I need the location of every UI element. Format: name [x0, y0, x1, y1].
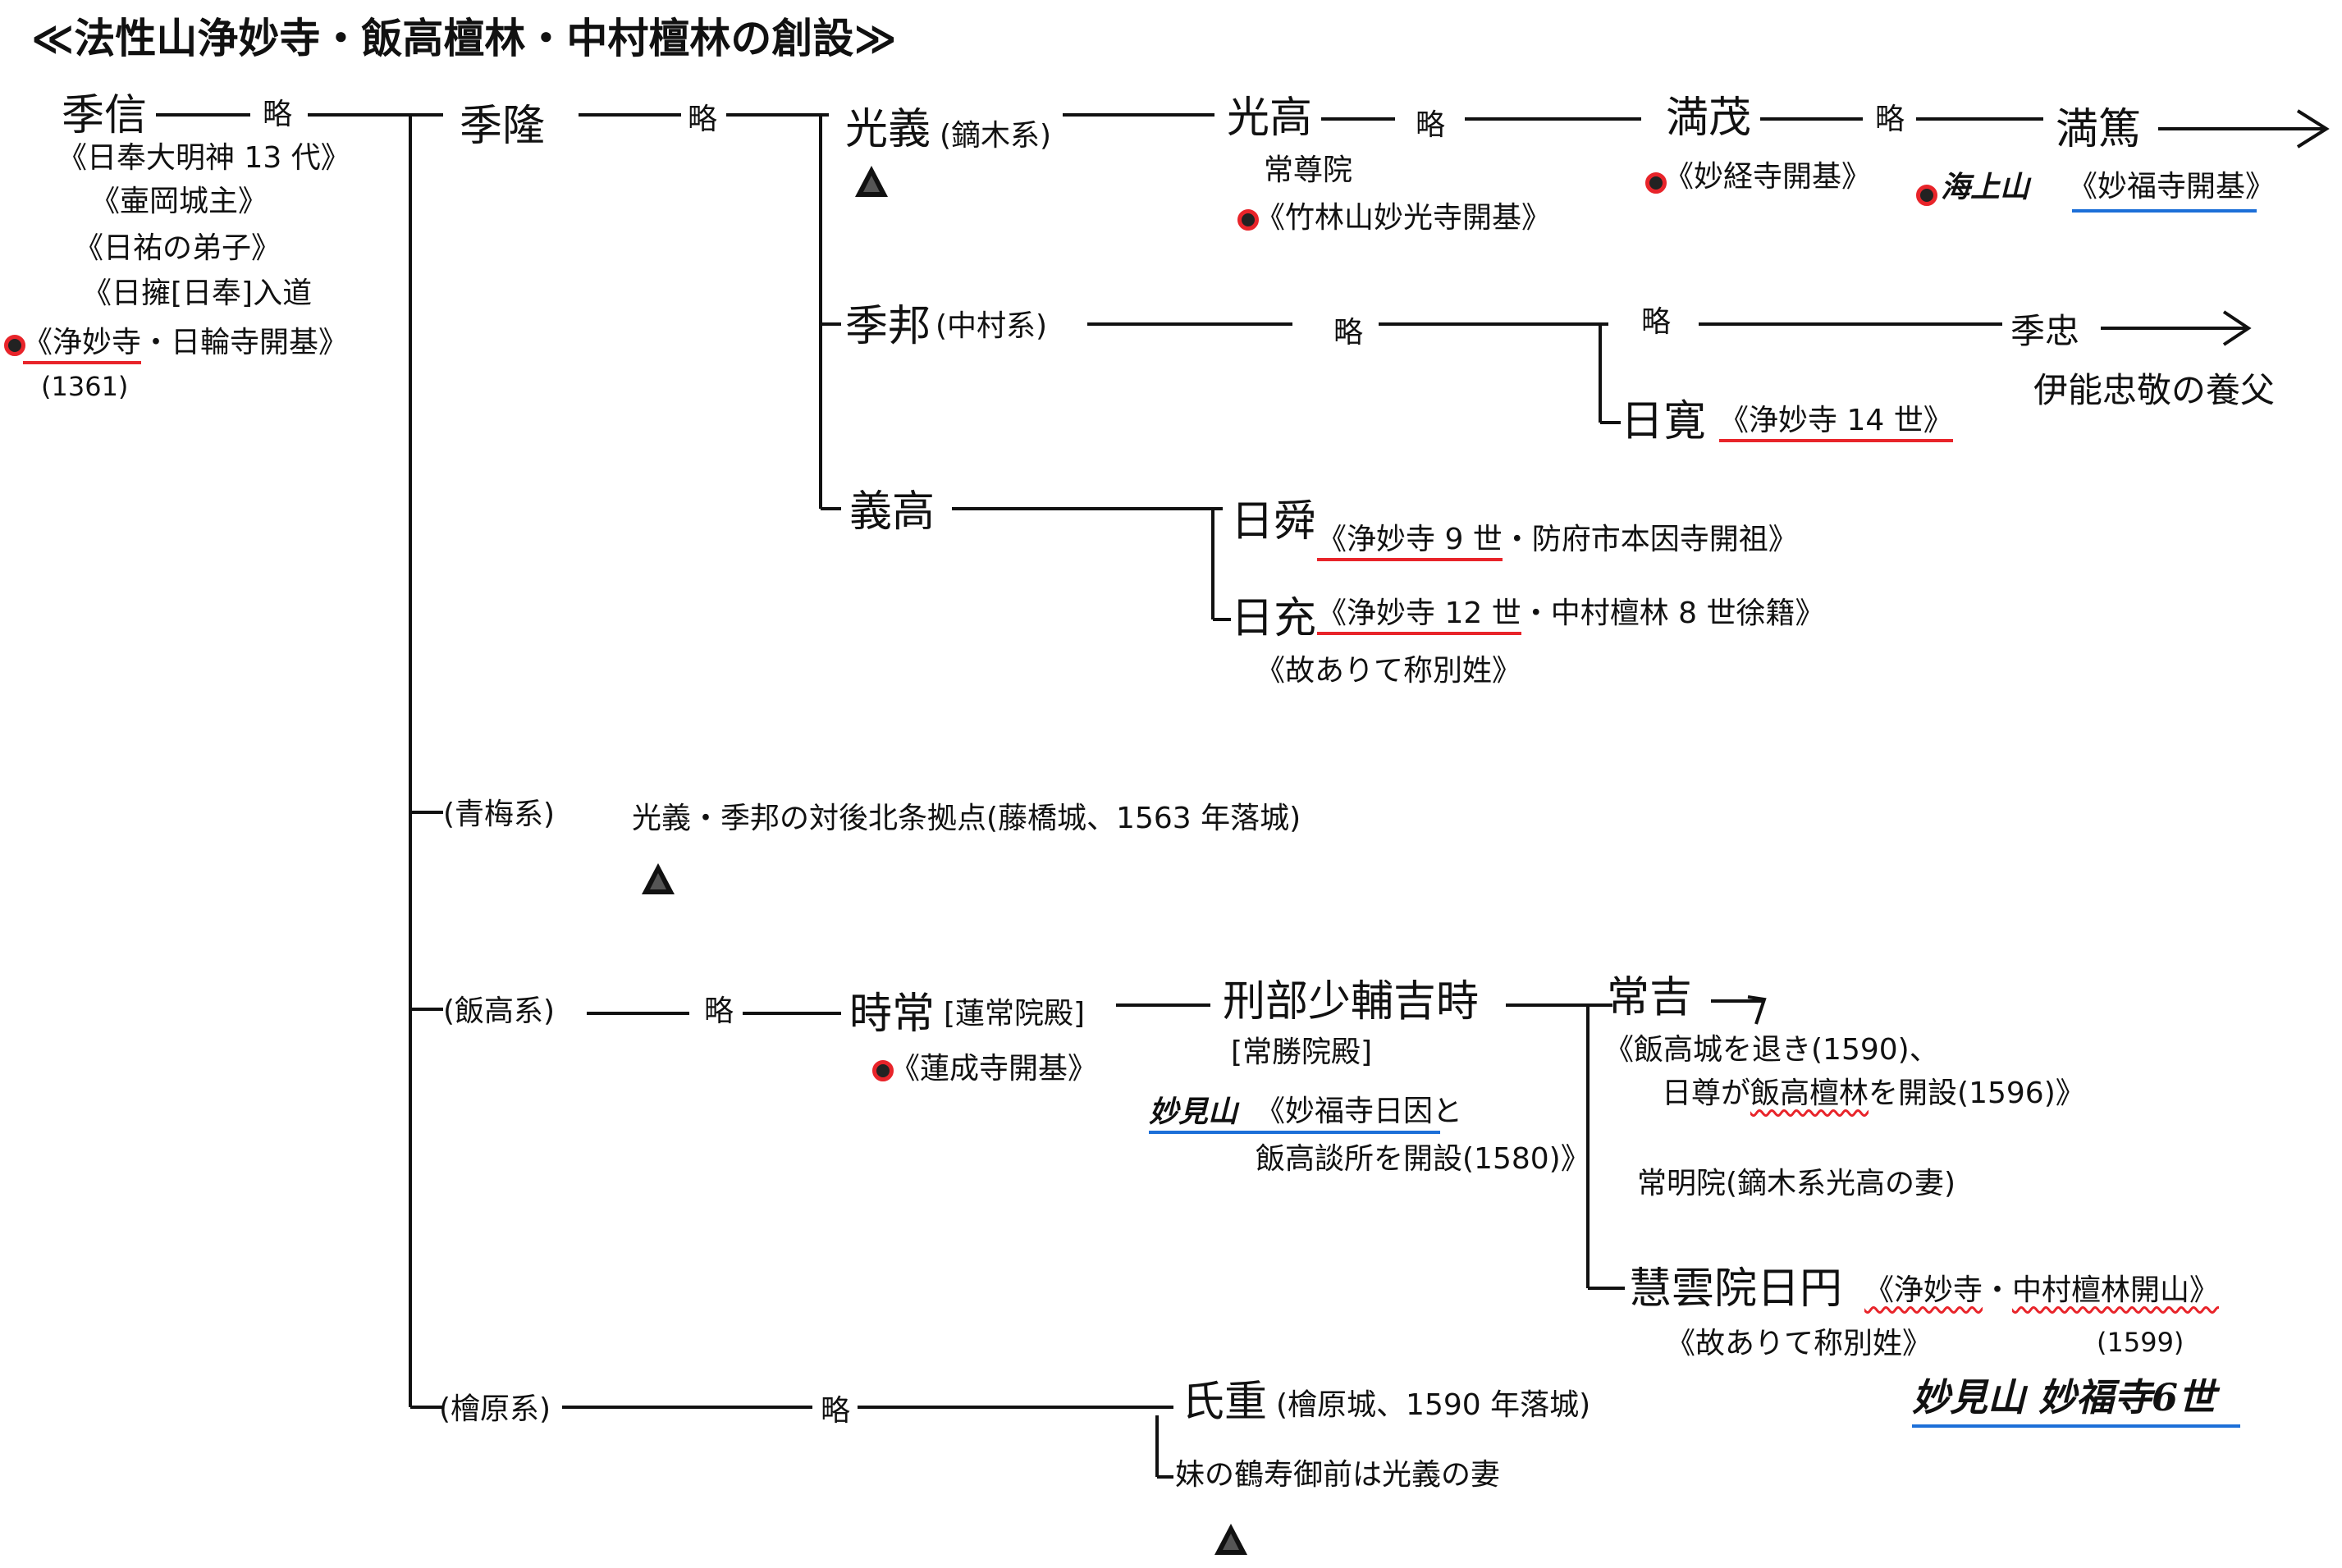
aoume-note: 光義・季邦の対後北条拠点(藤橋城、1563 年落城) — [632, 802, 1301, 835]
yoshitoki-note-2: 飯高談所を開設(1580)》 — [1256, 1142, 1590, 1176]
nisshun-note: 《浄妙寺 9 世・防府市本因寺開祖》 — [1317, 523, 1798, 561]
ujishige-note: (檜原城、1590 年落城) — [1276, 1388, 1591, 1422]
abbrev-label: 略 — [821, 1394, 851, 1428]
abbrev-label: 略 — [1641, 305, 1672, 339]
arrow-mitsuatsu — [2296, 109, 2330, 149]
node-mitsuyoshi: 光義 — [845, 105, 931, 154]
suenobu-note-1: 《日奉大明神 13 代》 — [57, 141, 350, 175]
node-suekuni: 季邦 — [845, 302, 931, 351]
red-circle-mark — [1237, 209, 1259, 231]
node-tsuneyoshi: 常吉 — [1607, 973, 1693, 1022]
nichiju-note: 《浄妙寺 12 世・中村檀林 8 世徐籍》 — [1317, 597, 1825, 635]
red-circle-mark — [872, 1060, 894, 1081]
mitsuatsu-note: 《妙福寺開基》 — [2068, 170, 2276, 203]
node-tokitsune: 時常 — [849, 990, 935, 1039]
yoshitoki-handwritten: 妙見山 — [1149, 1095, 1238, 1129]
eunin-handwritten: 妙見山 妙福寺6世 — [1912, 1375, 2216, 1419]
node-yoshitoki: 刑部少輔吉時 — [1223, 977, 1480, 1026]
node-mitsushige: 満茂 — [1666, 94, 1752, 143]
arrow-suetada — [2222, 310, 2252, 346]
red-circle-mark — [1916, 185, 1937, 206]
mitsutaka-note: 《竹林山妙光寺開基》 — [1256, 201, 1552, 235]
node-mitsuatsu: 満篤 — [2056, 105, 2142, 154]
node-eunin: 慧雲院日円 — [1629, 1264, 1843, 1314]
eunin-note: 《浄妙寺・中村檀林開山》 — [1864, 1273, 2220, 1307]
label-iidaka: (飯高系) — [443, 994, 556, 1028]
node-yoshitaka: 義高 — [849, 487, 935, 537]
castle-triangle-icon — [1214, 1524, 1247, 1555]
ujishige-note-2: 妹の鶴寿御前は光義の妻 — [1175, 1458, 1501, 1492]
label-aoume: (青梅系) — [443, 798, 556, 831]
tsuneyoshi-note-1: 《飯高城を退き(1590)、 — [1604, 1033, 1939, 1067]
castle-triangle-icon — [855, 166, 888, 197]
mitsutaka-temple: 常尊院 — [1264, 153, 1353, 187]
red-circle-mark — [1645, 172, 1667, 194]
red-circle-mark — [4, 335, 25, 356]
arrow-tsuneyoshi — [1747, 995, 1767, 1025]
node-ujishige: 氏重 — [1182, 1378, 1268, 1427]
suenobu-note-3: 《日祐の弟子》 — [74, 231, 281, 265]
node-mitsutaka: 光高 — [1227, 94, 1313, 143]
node-nisshun: 日舜 — [1231, 497, 1317, 546]
nikkan-note: 《浄妙寺 14 世》 — [1719, 404, 1953, 442]
mitsuatsu-handwritten: 海上山 — [1941, 170, 2030, 204]
suenobu-note-2: 《壷岡城主》 — [90, 185, 268, 218]
eunin-note-2: 《故ありて称別姓》 — [1666, 1327, 1933, 1360]
node-nikkan: 日寛 — [1621, 397, 1707, 446]
mitsushige-note: 《妙経寺開基》 — [1664, 160, 1872, 194]
node-suetaka: 季隆 — [460, 102, 546, 151]
suekuni-lineage: (中村系) — [935, 309, 1048, 343]
node-nichiju: 日充 — [1231, 594, 1317, 643]
abbrev-label: 略 — [1875, 103, 1905, 136]
tokitsune-note: 《蓮成寺開基》 — [890, 1052, 1098, 1086]
abbrev-label: 略 — [1416, 108, 1446, 142]
label-hinokihara: (檜原系) — [439, 1392, 551, 1426]
suenobu-year: (1361) — [41, 371, 129, 402]
node-suetada: 季忠 — [2010, 311, 2080, 351]
page-title: ≪法性山浄妙寺・飯高檀林・中村檀林の創設≫ — [31, 15, 897, 62]
castle-triangle-icon — [642, 863, 675, 894]
suenobu-note-4: 《日擁[日奉]入道 — [82, 277, 313, 310]
mitsuyoshi-lineage: (鏑木系) — [940, 119, 1052, 153]
suenobu-note-5: 《浄妙寺・日輪寺開基》 — [23, 326, 348, 364]
node-suenobu: 季信 — [62, 91, 148, 140]
yoshitoki-note-1: 《妙福寺日因と — [1256, 1095, 1463, 1128]
abbrev-label: 略 — [704, 994, 734, 1028]
yoshitoki-title: [常勝院殿] — [1231, 1035, 1373, 1069]
eunin-year: (1599) — [2097, 1327, 2184, 1358]
tokitsune-title: [蓮常院殿] — [944, 997, 1086, 1031]
abbrev-label: 略 — [688, 103, 718, 136]
joumyouin-note: 常明院(鏑木系光高の妻) — [1637, 1167, 1956, 1200]
abbrev-label: 略 — [1333, 316, 1364, 350]
tsuneyoshi-note-2: 日尊が飯高檀林を開設(1596)》 — [1662, 1077, 2085, 1110]
suetada-note: 伊能忠敬の養父 — [2033, 370, 2276, 410]
nichiju-note-2: 《故ありて称別姓》 — [1256, 654, 1522, 688]
abbrev-label: 略 — [263, 98, 293, 131]
